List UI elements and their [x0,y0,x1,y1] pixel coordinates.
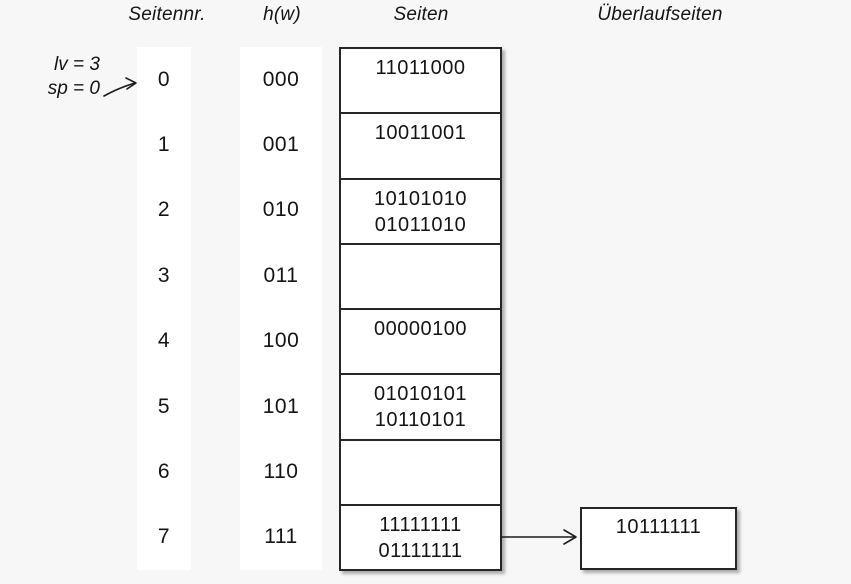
page-number: 5 [157,394,171,418]
page-number: 3 [157,263,171,287]
record-value: 11011000 [375,57,466,79]
state-annotation: lv = 3 sp = 0 [24,53,100,101]
split-pointer-value: sp = 0 [47,78,100,99]
hash-value: 000 [262,67,300,91]
header-seiten: Seiten [393,4,449,25]
page-number: 0 [157,67,171,91]
page-number: 1 [157,133,171,157]
primary-pages-box: 11011000 10011001 10101010 01011010 0000… [339,47,502,571]
page-cell-1: 10011001 [341,114,500,180]
page-cell-5: 01010101 10110101 [341,375,500,441]
record-value: 00000100 [374,318,467,340]
page-number: 4 [157,329,171,353]
hash-value-column: 000 001 010 011 100 101 110 111 [240,47,322,570]
hash-value: 111 [264,525,298,549]
overflow-page-box: 10111111 [580,507,737,570]
hash-value: 011 [263,263,299,287]
record-value: 01111111 [378,539,463,562]
record-value: 10101010 [374,187,467,210]
page-number: 6 [157,459,171,483]
record-value: 10110101 [374,409,467,432]
record-value: 11111111 [379,513,462,536]
record-value: 10111111 [615,516,702,538]
page-cell-2: 10101010 01011010 [341,180,500,245]
record-value: 10011001 [374,122,467,145]
hash-value: 110 [263,459,299,483]
record-value: 01010101 [374,383,467,406]
header-hash-function: h(w) [263,4,301,25]
level-value: lv = 3 [54,54,100,75]
split-pointer-arrow-icon [103,77,137,97]
record-value: 01011010 [374,213,467,236]
overflow-arrow-icon [501,529,577,545]
page-cell-6 [341,441,500,506]
hash-value: 101 [262,394,300,418]
page-number: 2 [157,198,171,222]
hash-value: 100 [262,329,300,353]
page-cell-4: 00000100 [341,310,500,376]
header-seitennr: Seitennr. [128,4,206,25]
page-cell-3 [341,245,500,310]
header-ueberlaufseiten: Überlaufseiten [597,4,723,25]
page-cell-0: 11011000 [341,49,500,115]
hash-value: 010 [262,198,300,222]
page-cell-7: 11111111 01111111 [341,506,500,569]
page-number: 7 [157,525,171,549]
page-number-column: 0 1 2 3 4 5 6 7 [137,47,191,570]
hash-value: 001 [262,133,300,157]
